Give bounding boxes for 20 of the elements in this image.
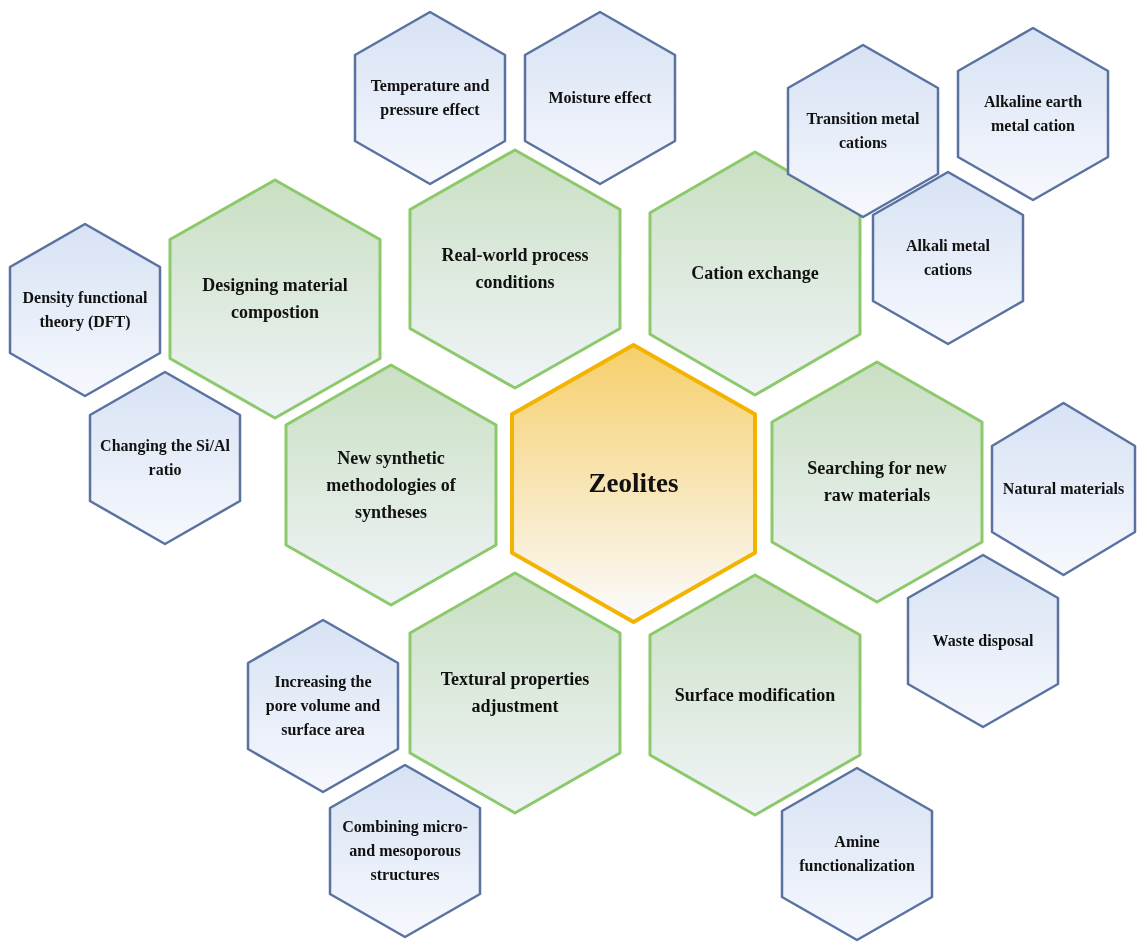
hexagon-label: Combining micro- and mesoporous structures — [341, 817, 469, 885]
hexagon-label: Alkali metal cations — [905, 236, 991, 280]
hexagon-label: Zeolites — [588, 467, 679, 501]
hexagon-label: Amine functionalization — [798, 832, 916, 876]
hexagon-label: Temperature and pressure effect — [369, 76, 491, 121]
hexagon-label: Surface modification — [674, 683, 836, 707]
hexagon-label: Waste disposal — [932, 631, 1034, 652]
hexagon-label: Textural properties adjustment — [439, 668, 591, 718]
hexagon-label: Cation exchange — [691, 262, 819, 285]
hexagon-label: Searching for new raw materials — [806, 457, 948, 507]
hexagon-label: New synthetic methodologies of syntheses — [325, 446, 457, 524]
hexagon-label: Moisture effect — [548, 88, 652, 108]
hexagon-label: Changing the Si/Al ratio — [100, 436, 230, 480]
hexagon-label: Increasing the pore volume and surface area — [264, 672, 382, 740]
hexagon-label: Natural materials — [1002, 479, 1125, 499]
hexagon-label: Real-world process conditions — [440, 244, 590, 294]
hexagon-label: Designing material compostion — [201, 274, 349, 324]
hexagon-label: Density functional theory (DFT) — [21, 288, 149, 333]
hexagon-label: Alkaline earth metal cation — [982, 92, 1084, 136]
hexagon-label: Transition metal cations — [805, 109, 921, 153]
